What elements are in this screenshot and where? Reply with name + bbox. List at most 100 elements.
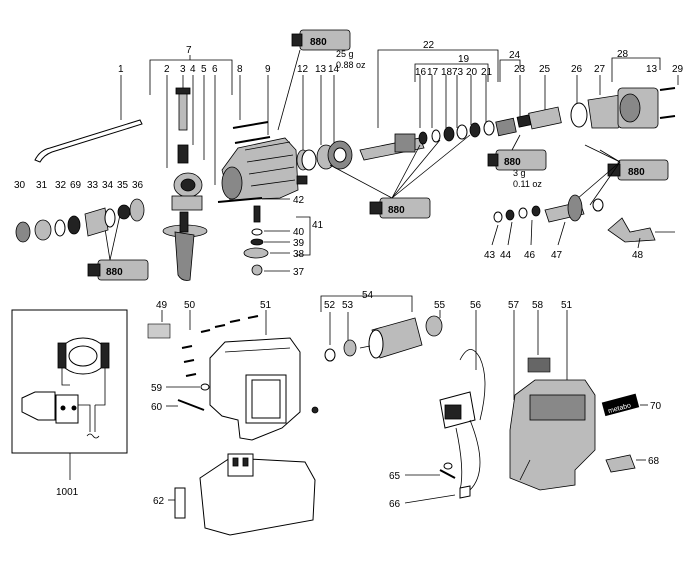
part-1-rod xyxy=(34,75,143,163)
bracket-22 xyxy=(377,49,499,128)
label-2: 2 xyxy=(164,64,170,75)
label-38: 38 xyxy=(293,249,305,260)
part-70-badge: metabo xyxy=(601,393,648,417)
label-32: 32 xyxy=(55,180,67,191)
bracket-28 xyxy=(611,57,661,82)
label-44: 44 xyxy=(500,250,512,261)
label-33: 33 xyxy=(87,180,99,191)
parts-30-36-chuck xyxy=(15,198,145,243)
label-42: 42 xyxy=(293,195,305,206)
grease-tube-5: 880 xyxy=(87,259,149,281)
label-13b: 13 xyxy=(646,64,658,75)
label-19: 19 xyxy=(458,54,470,65)
parts-23-25-shaft xyxy=(495,75,562,137)
label-26: 26 xyxy=(571,64,583,75)
label-13a: 13 xyxy=(315,64,327,75)
label-9: 9 xyxy=(265,64,271,75)
label-40: 40 xyxy=(293,227,305,238)
parts-59-60 xyxy=(166,383,210,411)
label-55: 55 xyxy=(434,300,446,311)
label-47: 47 xyxy=(551,250,563,261)
label-50: 50 xyxy=(184,300,196,311)
label-70: 70 xyxy=(650,401,662,412)
label-51a: 51 xyxy=(260,300,272,311)
label-69: 69 xyxy=(70,180,82,191)
label-41: 41 xyxy=(312,220,324,231)
label-49: 49 xyxy=(156,300,168,311)
label-68: 68 xyxy=(648,456,660,467)
part-50-screws xyxy=(181,310,259,377)
bracket-7 xyxy=(149,55,233,95)
label-3: 3 xyxy=(180,64,186,75)
label-35: 35 xyxy=(117,180,129,191)
label-18: 18 xyxy=(441,67,453,78)
label-53: 53 xyxy=(342,300,354,311)
parts-43-47-gear-set xyxy=(491,194,604,246)
grease-qty-1: 25 g xyxy=(336,49,354,59)
parts-65-66 xyxy=(404,462,471,504)
parts-26-29-motor-flange xyxy=(570,75,679,129)
grease-tube-3: 880 3 g 0.11 oz xyxy=(487,149,547,189)
label-8: 8 xyxy=(237,64,243,75)
label-23: 23 xyxy=(514,64,526,75)
part-51-housing-left xyxy=(209,310,319,441)
label-20: 20 xyxy=(466,67,478,78)
label-30: 30 xyxy=(14,180,26,191)
part-55-brush-holder xyxy=(425,310,443,337)
grease-qty-2: 3 g xyxy=(513,168,526,178)
label-17: 17 xyxy=(427,67,439,78)
grease-tube-4-label: 880 xyxy=(628,167,645,178)
label-60: 60 xyxy=(151,402,163,413)
label-12: 12 xyxy=(297,64,309,75)
part-8-screws xyxy=(232,75,271,144)
parts-3-6-clamp xyxy=(171,75,216,211)
label-4: 4 xyxy=(190,64,196,75)
label-52: 52 xyxy=(324,300,336,311)
label-56: 56 xyxy=(470,300,482,311)
label-7: 7 xyxy=(186,45,192,56)
label-43: 43 xyxy=(484,250,496,261)
label-65: 65 xyxy=(389,471,401,482)
label-54: 54 xyxy=(362,290,374,301)
label-59: 59 xyxy=(151,383,163,394)
label-5: 5 xyxy=(201,64,207,75)
label-73: 73 xyxy=(452,67,464,78)
parts-37-42-depth-stop xyxy=(217,197,311,276)
label-36: 36 xyxy=(132,180,144,191)
grease-tube-2-label: 880 xyxy=(388,205,405,216)
label-14: 14 xyxy=(328,64,340,75)
label-28: 28 xyxy=(617,49,629,60)
label-22: 22 xyxy=(423,40,435,51)
label-27: 27 xyxy=(594,64,606,75)
part-48-switch-wire xyxy=(607,217,675,249)
part-number-labels: 1 2 3 4 5 6 7 8 9 12 13 14 16 17 18 73 2… xyxy=(14,40,684,510)
part-57-housing-right xyxy=(509,310,596,491)
label-31: 31 xyxy=(36,180,48,191)
bracket-24 xyxy=(499,59,521,82)
label-1: 1 xyxy=(118,64,124,75)
part-62-battery xyxy=(168,453,316,536)
parts-16-21-spindle xyxy=(359,75,495,161)
label-16: 16 xyxy=(415,67,427,78)
grease-tube-2: 880 xyxy=(369,197,431,219)
part-56-switch xyxy=(439,310,486,491)
label-24: 24 xyxy=(509,50,521,61)
label-21: 21 xyxy=(481,67,493,78)
grease-qty-2b: 0.11 oz xyxy=(513,179,542,189)
label-34: 34 xyxy=(102,180,114,191)
schematic-1001 xyxy=(11,309,128,480)
label-25: 25 xyxy=(539,64,551,75)
grease-qty-1b: 0.88 oz xyxy=(336,60,366,70)
label-1001: 1001 xyxy=(56,487,79,498)
label-57: 57 xyxy=(508,300,520,311)
label-48: 48 xyxy=(632,250,644,261)
label-29: 29 xyxy=(672,64,684,75)
grease-tube-3-label: 880 xyxy=(504,157,521,168)
parts-12-14-gears xyxy=(301,75,353,171)
label-39: 39 xyxy=(293,238,305,249)
grease-tube-5-label: 880 xyxy=(106,267,123,278)
label-46: 46 xyxy=(524,250,536,261)
part-68-contacts xyxy=(605,454,646,473)
grease-tube-1: 880 25 g 0.88 oz xyxy=(291,29,366,70)
